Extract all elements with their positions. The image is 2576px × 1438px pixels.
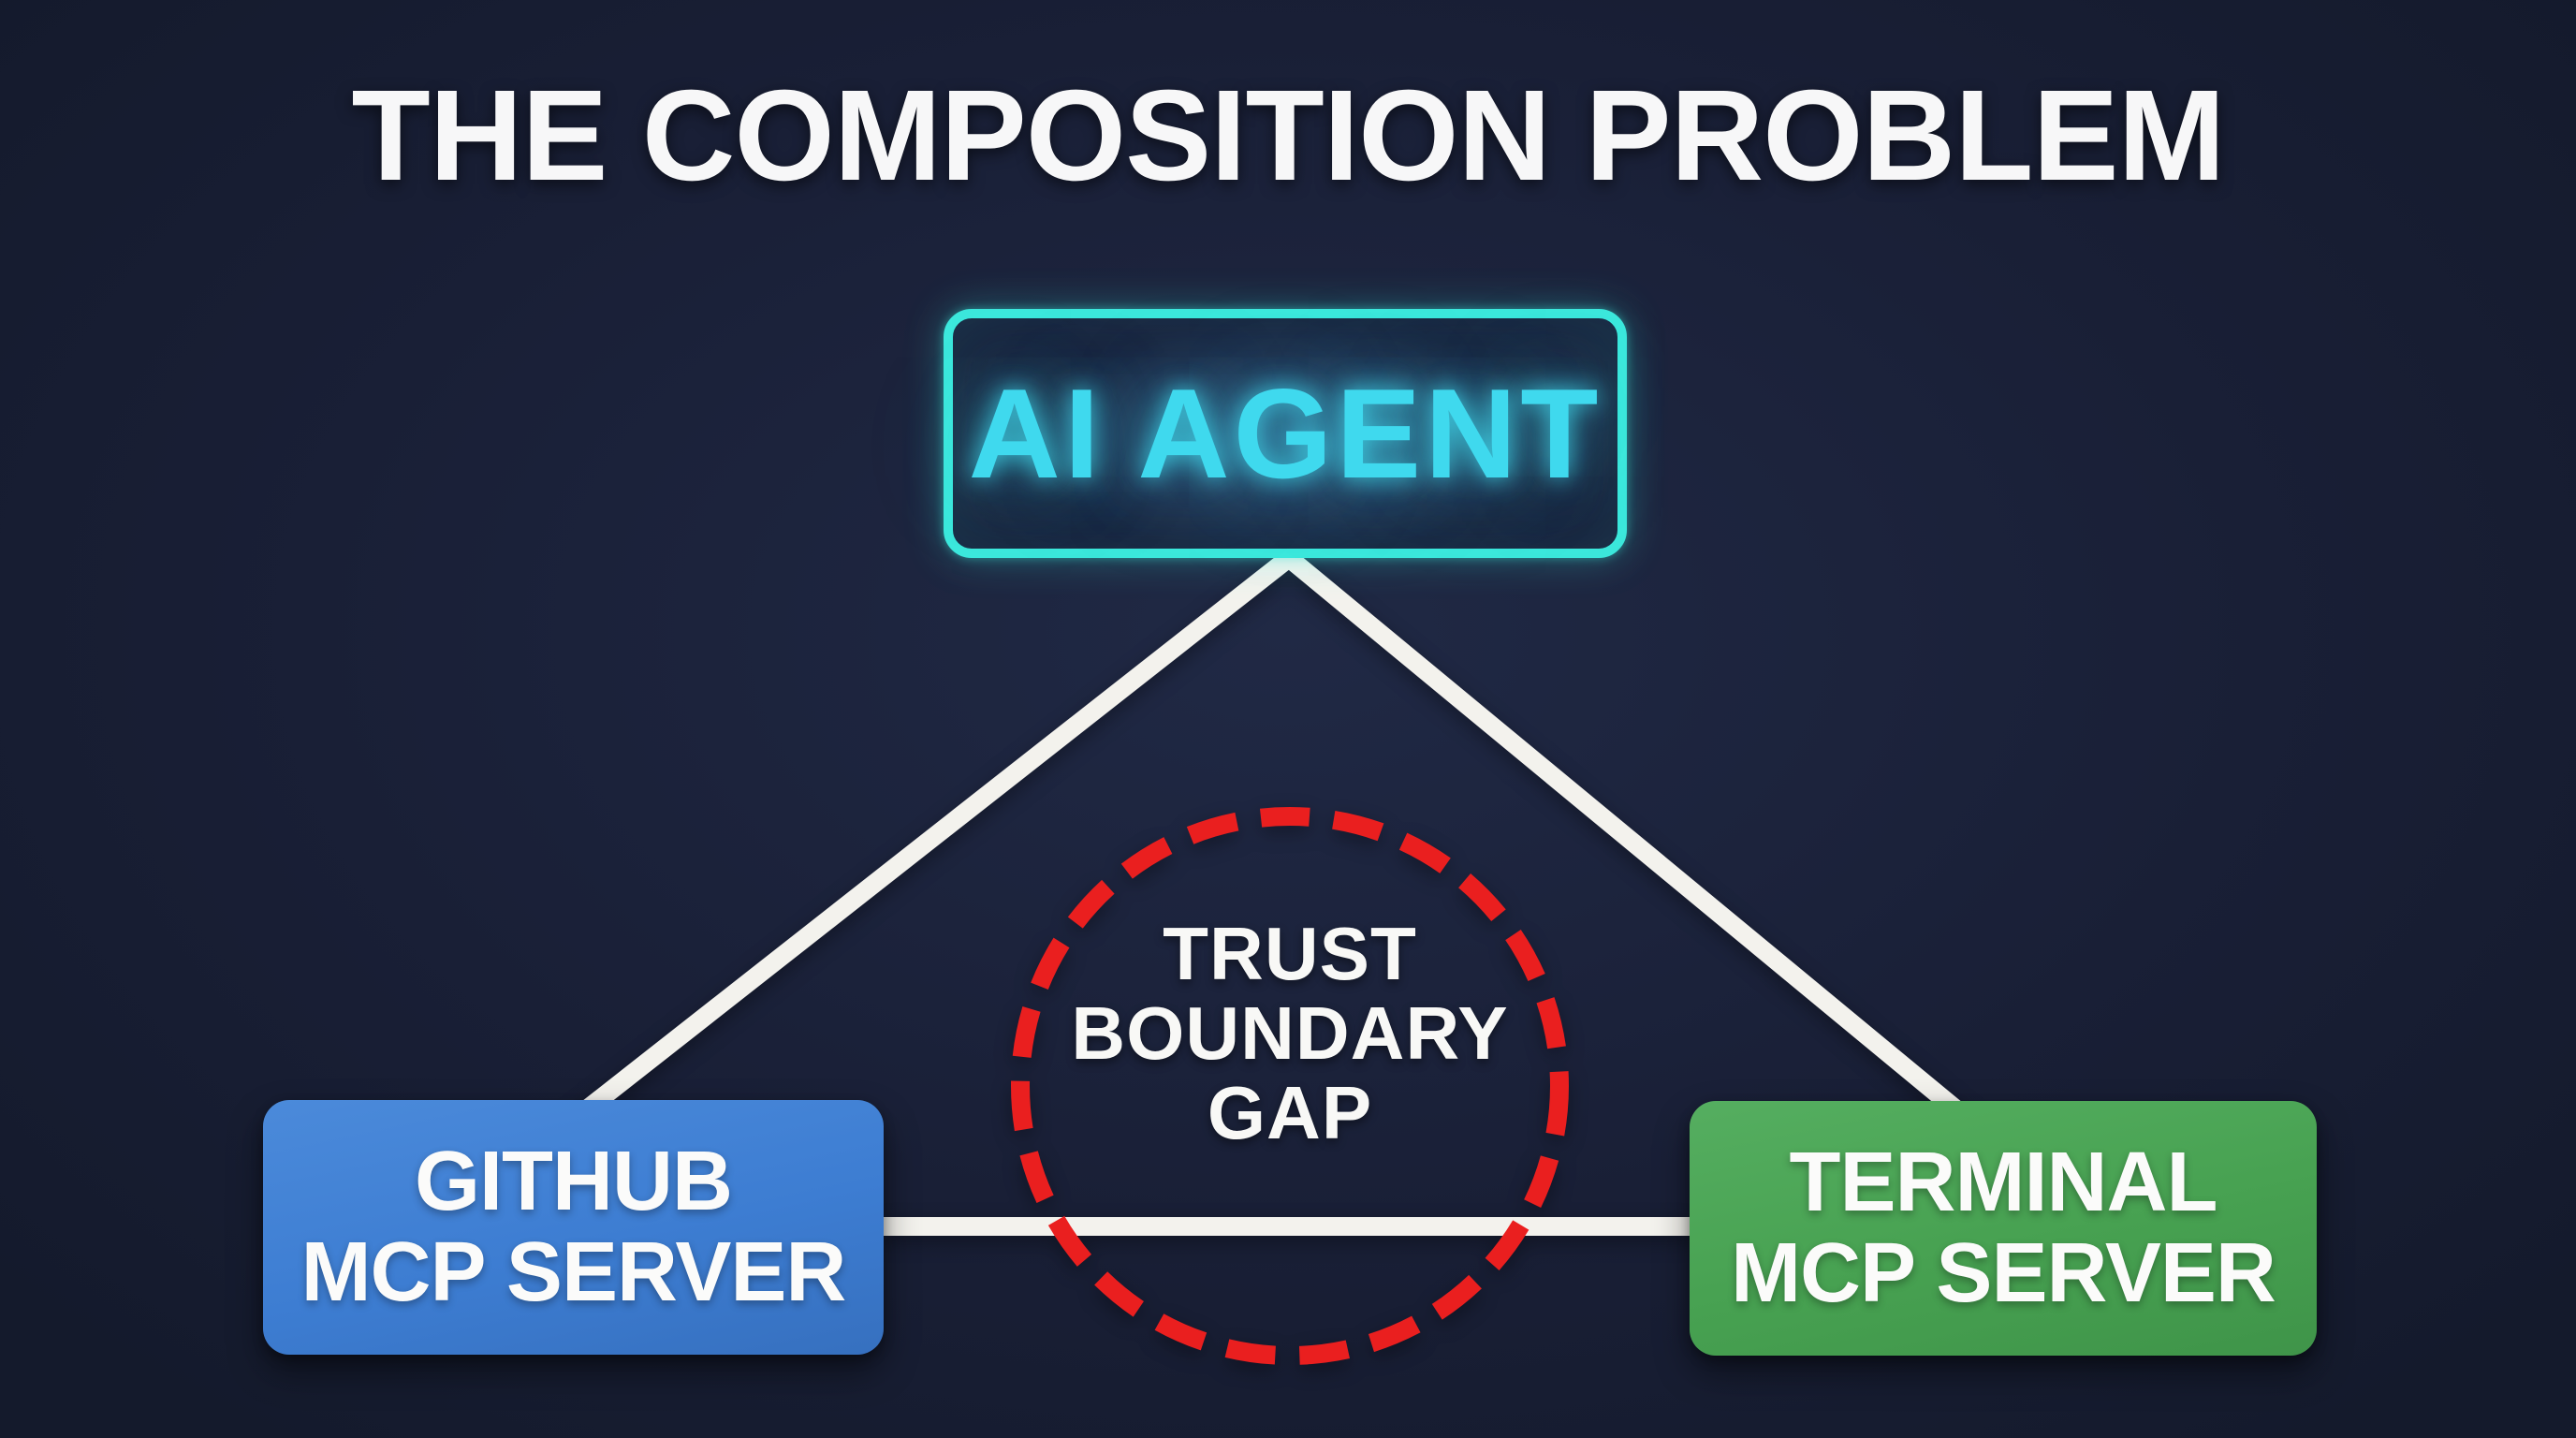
trust-boundary-circle <box>1011 807 1569 1365</box>
ai-agent-node: AI AGENT <box>944 309 1627 558</box>
terminal-label-line-1: TERMINAL <box>1789 1136 2218 1229</box>
terminal-mcp-server-node: TERMINAL MCP SERVER <box>1690 1101 2317 1356</box>
gap-label-line-3: GAP <box>1207 1071 1373 1154</box>
gap-label-line-1: TRUST <box>1163 912 1417 995</box>
triangle-edges-line <box>550 546 1991 1140</box>
github-label-line-2: MCP SERVER <box>300 1225 847 1319</box>
terminal-label-line-2: MCP SERVER <box>1731 1226 2276 1320</box>
github-mcp-server-node: GITHUB MCP SERVER <box>263 1100 884 1355</box>
ai-agent-label: AI AGENT <box>968 362 1603 505</box>
github-label-line-1: GITHUB <box>415 1135 733 1228</box>
page-title: THE COMPOSITION PROBLEM <box>351 64 2225 208</box>
gap-label-line-2: BOUNDARY <box>1071 991 1509 1075</box>
trust-boundary-gap-label: TRUST BOUNDARY GAP <box>1004 914 1575 1152</box>
